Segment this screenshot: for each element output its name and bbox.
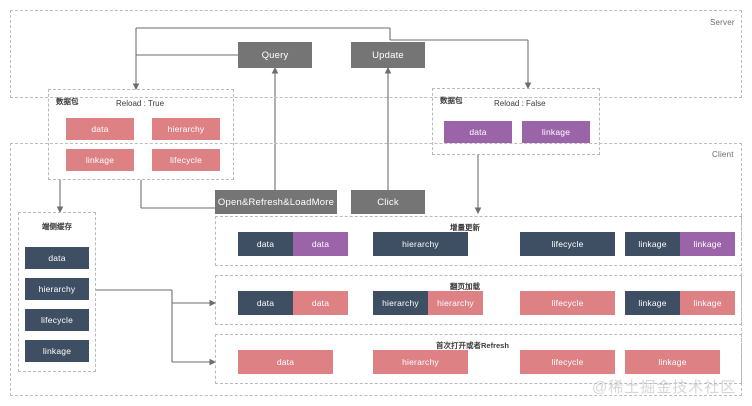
- result-segment: lifecycle: [520, 232, 615, 256]
- packet-right-title: 数据包: [440, 96, 463, 105]
- result-segment: linkage: [680, 232, 735, 256]
- packet-left-chip-lifecycle: lifecycle: [152, 149, 220, 171]
- packet-right-chip-data: data: [444, 121, 512, 143]
- result-row-2-label: 首次打开或者Refresh: [436, 341, 509, 350]
- result-row-1: [215, 275, 742, 325]
- result-row-0-label: 增量更新: [450, 223, 480, 232]
- result-row-0: [215, 216, 742, 266]
- packet-right-chip-linkage: linkage: [522, 121, 590, 143]
- result-segment: data: [238, 350, 333, 374]
- button-open-refresh-loadmore[interactable]: Open&Refresh&LoadMore: [215, 190, 337, 214]
- watermark: @稀土掘金技术社区: [592, 379, 737, 396]
- result-segment: linkage: [680, 291, 735, 315]
- packet-left-subtitle: Reload : True: [116, 99, 165, 108]
- cache-item-lifecycle: lifecycle: [25, 309, 89, 331]
- packet-left-chip-hierarchy: hierarchy: [152, 118, 220, 140]
- client-cache-title: 端侧缓存: [42, 222, 72, 231]
- zone-server: [10, 10, 742, 98]
- result-segment-group: linkage: [625, 350, 720, 374]
- result-segment-group: hierarchy: [373, 350, 468, 374]
- result-segment: data: [238, 232, 293, 256]
- result-segment: hierarchy: [373, 232, 468, 256]
- zone-client: [10, 143, 742, 396]
- packet-right-subtitle: Reload : False: [494, 99, 546, 108]
- packet-right: [432, 88, 600, 155]
- zone-server-label: Server: [710, 18, 735, 27]
- result-segment-group: lifecycle: [520, 291, 615, 315]
- button-query[interactable]: Query: [238, 42, 312, 68]
- zone-client-label: Client: [712, 150, 734, 159]
- cache-item-hierarchy: hierarchy: [25, 278, 89, 300]
- result-row-1-label: 翻页加载: [450, 282, 480, 291]
- packet-left: [48, 89, 234, 180]
- result-segment: lifecycle: [520, 350, 615, 374]
- result-row-2: [215, 334, 742, 384]
- result-segment-group: lifecycle: [520, 232, 615, 256]
- cache-item-linkage: linkage: [25, 340, 89, 362]
- button-update[interactable]: Update: [351, 42, 425, 68]
- packet-left-title: 数据包: [56, 97, 79, 106]
- client-cache-panel: [18, 212, 96, 372]
- result-segment: linkage: [625, 291, 680, 315]
- button-click[interactable]: Click: [351, 190, 425, 214]
- result-segment-group: data: [238, 350, 333, 374]
- result-segment: hierarchy: [373, 291, 428, 315]
- result-segment: data: [293, 291, 348, 315]
- result-segment: lifecycle: [520, 291, 615, 315]
- packet-left-chip-data: data: [66, 118, 134, 140]
- result-segment: hierarchy: [428, 291, 483, 315]
- result-segment: linkage: [625, 232, 680, 256]
- result-segment: hierarchy: [373, 350, 468, 374]
- result-segment: data: [238, 291, 293, 315]
- packet-left-chip-linkage: linkage: [66, 149, 134, 171]
- cache-item-data: data: [25, 247, 89, 269]
- result-segment-group: lifecycle: [520, 350, 615, 374]
- result-segment: linkage: [625, 350, 720, 374]
- result-segment-group: hierarchy: [373, 232, 468, 256]
- result-segment: data: [293, 232, 348, 256]
